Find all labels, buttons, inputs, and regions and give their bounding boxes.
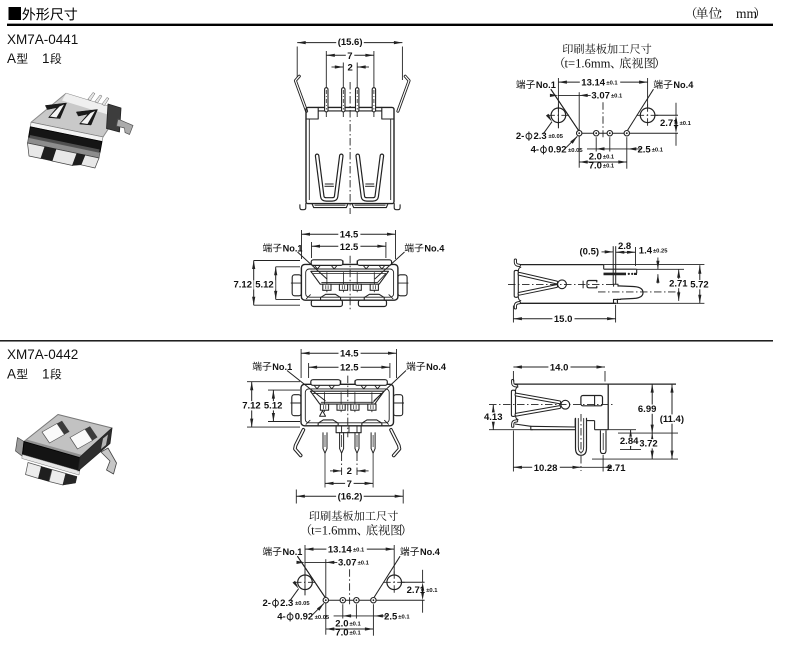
svg-text:0.92: 0.92 — [548, 145, 567, 156]
svg-text:4.13: 4.13 — [484, 412, 503, 423]
svg-text:±0.05: ±0.05 — [568, 148, 583, 154]
svg-text:±0.05: ±0.05 — [315, 615, 330, 621]
svg-text:±0.1: ±0.1 — [611, 94, 623, 100]
svg-text:±0.1: ±0.1 — [350, 631, 362, 637]
svg-text:±0.1: ±0.1 — [680, 121, 692, 127]
svg-text:2.71: 2.71 — [407, 585, 426, 596]
svg-text:3.72: 3.72 — [639, 439, 658, 450]
svg-text:A: A — [7, 51, 16, 66]
svg-text:±0.05: ±0.05 — [295, 601, 310, 607]
svg-text:2-: 2- — [263, 598, 271, 609]
svg-text:A: A — [7, 367, 16, 382]
svg-text:±0.1: ±0.1 — [398, 614, 410, 620]
svg-text:No.4: No.4 — [424, 243, 445, 253]
svg-text:±0.1: ±0.1 — [350, 621, 362, 627]
svg-text:2: 2 — [347, 466, 352, 477]
svg-text:(11.4): (11.4) — [660, 414, 684, 425]
svg-text:6.99: 6.99 — [638, 404, 657, 415]
svg-text:7.0: 7.0 — [335, 628, 348, 639]
svg-text:No.1: No.1 — [272, 362, 292, 372]
svg-text:2.0: 2.0 — [335, 618, 348, 629]
svg-text:3.07: 3.07 — [591, 91, 610, 102]
svg-text:t=1.6mm: t=1.6mm — [311, 524, 357, 538]
svg-text:2-: 2- — [516, 131, 524, 142]
svg-text:14.0: 14.0 — [550, 362, 569, 373]
svg-text:No.4: No.4 — [420, 547, 441, 557]
svg-text:5.72: 5.72 — [690, 279, 709, 290]
svg-text:0.92: 0.92 — [295, 612, 314, 623]
svg-text:7.12: 7.12 — [242, 401, 261, 412]
svg-text:15.0: 15.0 — [554, 314, 573, 325]
svg-text:2.84: 2.84 — [620, 436, 639, 447]
svg-text:12.5: 12.5 — [340, 242, 359, 253]
svg-text:±0.1: ±0.1 — [606, 81, 618, 87]
svg-text:4-: 4- — [531, 145, 539, 156]
svg-text:(16.2): (16.2) — [338, 492, 363, 503]
svg-text:XM7A-0441: XM7A-0441 — [7, 32, 78, 47]
svg-text:±0.1: ±0.1 — [353, 548, 365, 554]
svg-text:±0.1: ±0.1 — [603, 164, 615, 170]
svg-text:13.14: 13.14 — [328, 545, 352, 556]
svg-text:±0.05: ±0.05 — [549, 134, 564, 140]
svg-text:No.1: No.1 — [283, 243, 303, 253]
svg-text:2: 2 — [348, 63, 353, 74]
svg-text:2.3: 2.3 — [534, 131, 547, 142]
svg-text:7.0: 7.0 — [589, 161, 602, 172]
svg-text:2.8: 2.8 — [618, 241, 631, 252]
svg-text:±0.25: ±0.25 — [653, 249, 668, 255]
svg-text:7: 7 — [347, 51, 352, 62]
svg-text:1: 1 — [42, 51, 50, 66]
svg-text:14.5: 14.5 — [340, 349, 359, 360]
svg-text:4-: 4- — [277, 612, 285, 623]
svg-text:7.12: 7.12 — [234, 280, 253, 291]
svg-text:No.4: No.4 — [426, 362, 447, 372]
svg-text:2.71: 2.71 — [607, 463, 626, 474]
svg-text:5.12: 5.12 — [264, 401, 283, 412]
svg-text:±0.1: ±0.1 — [426, 588, 438, 594]
svg-text:XM7A-0442: XM7A-0442 — [7, 347, 78, 362]
svg-text:7: 7 — [347, 479, 352, 490]
svg-text:2.0: 2.0 — [589, 151, 602, 162]
svg-text:2.71: 2.71 — [669, 278, 688, 289]
svg-text:3.07: 3.07 — [338, 558, 357, 569]
svg-text:No.4: No.4 — [673, 80, 694, 90]
svg-text:2.5: 2.5 — [384, 611, 398, 622]
svg-text:2.5: 2.5 — [638, 144, 652, 155]
svg-text:±0.1: ±0.1 — [603, 154, 615, 160]
svg-text:1.4: 1.4 — [639, 246, 653, 257]
svg-text:10.28: 10.28 — [534, 463, 558, 474]
svg-text:5.12: 5.12 — [255, 280, 274, 291]
svg-text:2.71: 2.71 — [660, 118, 679, 129]
svg-text:±0.1: ±0.1 — [652, 147, 664, 153]
svg-text:(15.6): (15.6) — [338, 37, 363, 48]
svg-text:No.1: No.1 — [283, 547, 303, 557]
svg-text:t=1.6mm: t=1.6mm — [565, 57, 611, 71]
svg-text:13.14: 13.14 — [581, 78, 605, 89]
svg-text:2.3: 2.3 — [280, 598, 293, 609]
svg-text:±0.1: ±0.1 — [358, 561, 370, 567]
svg-text:mm: mm — [736, 6, 758, 21]
svg-text:14.5: 14.5 — [340, 230, 359, 241]
svg-text:12.5: 12.5 — [340, 363, 359, 374]
svg-text:(0.5): (0.5) — [580, 246, 600, 257]
svg-text:No.1: No.1 — [536, 80, 556, 90]
svg-text:1: 1 — [42, 367, 50, 382]
